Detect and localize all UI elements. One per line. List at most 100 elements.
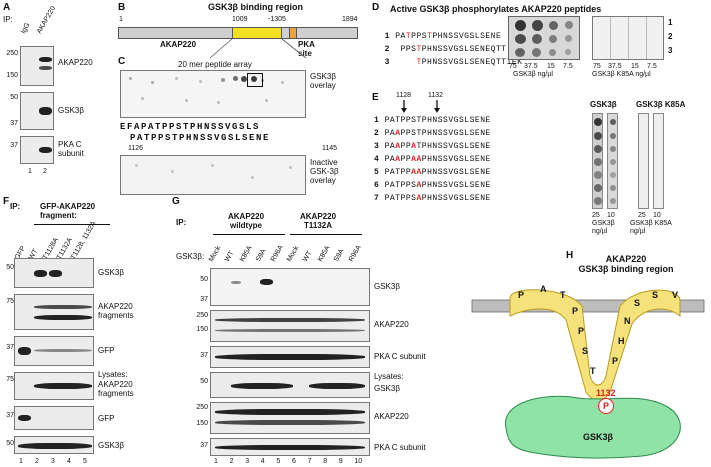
panel-g-lane-label: S9A [254,248,268,263]
panel-g-gsk-label: GSK3β: [176,252,205,261]
panel-a-marker-50: 50 [10,94,18,101]
panel-h-residue: P [518,290,525,300]
panel-e-seq-row: 6 PATPPSAPHNSSVGSLSENE [374,181,491,190]
panel-g-label-akap-lys: AKAP220 [374,412,409,421]
panel-d-peptide-2: 2 PPSTPHNSSVGSLSENEQTT [384,45,507,54]
panel-f-lane-num-4: 4 [67,458,71,465]
panel-f-blot-gsk-lys [14,436,94,454]
panel-b-pka-site [289,27,297,39]
panel-f-label-akap-ip: AKAP220 fragments [98,302,134,320]
panel-e-arrows [401,100,440,113]
panel-b-protein-label: AKAP220 [160,40,197,49]
panel-c-num-start: 1126 [128,145,144,152]
panel-b-start: 1 [119,16,123,23]
panel-h-residue: P [612,356,619,366]
panel-c-array-label: 20 mer peptide array [178,60,252,69]
panel-e-col-k85a: GSK3β K85A [636,100,686,109]
panel-h-diagram [471,289,705,459]
panel-e-seq-row: 3 PAAPPATPHNSSVGSLSENE [374,142,491,151]
panel-g-marker-250b: 250 [196,404,208,411]
panel-g-lane-label: Mock [207,245,223,263]
panel-a-label-akap220: AKAP220 [58,58,93,67]
panel-f-lane-num-1: 1 [19,458,23,465]
panel-h-phospho-icon: P [598,398,614,414]
panel-h-residue: N [624,316,631,326]
panel-f-blot-akap-ip [14,294,94,330]
panel-f-label-gsk-lys: GSK3β [98,441,124,450]
panel-a-marker-37b: 37 [10,142,18,149]
panel-f-marker-37: 37 [6,344,14,351]
panel-f-fragment-label: GFP-AKAP220 fragment: [40,202,96,220]
panel-a-lane-2: 2 [43,168,47,175]
panel-g-group2-underline [290,234,362,235]
panel-a-lane-igg: IgG [19,21,32,35]
panel-d-row-3: 3 [668,46,673,55]
panel-c-inactive-label: Inactive GSK-3β overlay [310,158,339,185]
panel-g-ip-label: IP: [176,218,187,227]
panel-d-conc-l2: 15 [547,63,555,70]
panel-e-arrow1-label: 1128 [396,92,412,99]
panel-f-marker-50b: 50 [6,440,14,447]
panel-g-blot-pka-ip [210,346,370,368]
panel-h-residue: T [560,290,566,300]
panel-g-lane-number: 7 [307,458,312,465]
panel-d-title: Active GSK3β phosphorylates AKAP220 pept… [390,4,602,14]
panel-g-blot-akap-lys [210,402,370,434]
panel-a-blot-gsk [20,92,54,130]
panel-h-enzyme: GSK3β [583,432,614,442]
panel-b-title: GSK3β binding region [208,2,303,12]
panel-h-residue: S [634,298,641,308]
panel-g-blot-akap-ip [210,310,370,342]
panel-g-lane-number: 6 [292,458,296,465]
panel-c-seq-top: EFAPATPPSTPHNSSVGSLS [120,122,261,132]
panel-g-marker-37c: 37 [200,442,208,449]
panel-b-binding-region [232,27,282,39]
panel-f-lysates-label: Lysates: [98,370,128,379]
panel-a-marker-250: 250 [6,50,18,57]
panel-g-marker-150: 150 [196,326,208,333]
panel-h-residue: P [572,306,579,316]
panel-e-strip-k85a-25 [638,113,649,209]
panel-g-lane-number: 9 [338,458,343,465]
panel-d-conc-r2: 15 [631,63,639,70]
panel-e-strip-k85a-10 [653,113,664,209]
panel-d-letter: D [372,2,380,13]
panel-g-lane-label: S9A [332,248,346,263]
panel-a-ip-label: IP: [3,15,13,24]
panel-g-lane-number: 5 [276,458,281,465]
panel-g-lane-label: K85A [239,244,254,263]
panel-b-zoom-lines [209,38,307,59]
panel-e-conc-r1: 10 [653,212,661,219]
panel-a-marker-37: 37 [10,120,18,127]
panel-h-residue: T [590,366,596,376]
panel-f-label-gfp-lys: GFP [98,414,115,423]
panel-f-label-gfp-ip: GFP [98,346,115,355]
panel-g-lane-number: 10 [354,458,363,465]
panel-g-lysates-label: Lysates: [374,372,404,381]
panel-g-label-akap-ip: AKAP220 [374,320,409,329]
panel-h-site: 1132 [596,388,616,398]
panel-d-conc-r3: 7.5 [647,63,657,70]
panel-g-lane-number: 8 [323,458,328,465]
panel-d-conc-l0: 75 [509,63,517,70]
panel-h-letter: H [566,250,574,261]
panel-f-fragment-underline [34,224,110,225]
panel-a-label-gsk: GSK3β [58,106,84,115]
panel-g-blot-gsk-lys [210,372,370,398]
panel-d-conc-r1: 37.5 [608,63,622,70]
panel-h-title: AKAP220 GSK3β binding region [578,254,674,274]
panel-f-lane-num-3: 3 [51,458,55,465]
panel-f-blot-gfp-ip [14,336,94,366]
panel-f-letter: F [3,196,10,207]
panel-g-lane-label: R96A [348,244,364,263]
panel-e-strip-gsk-10 [607,113,618,209]
panel-g-marker-50: 50 [200,276,208,283]
panel-f-ip-label: IP: [10,202,21,211]
panel-f-marker-50: 50 [6,264,14,271]
panel-e-arrow2-label: 1132 [428,92,444,99]
panel-a-lane-1: 1 [28,168,32,175]
panel-e-conc-r0: 25 [638,212,646,219]
panel-f-label-gsk-ip: GSK3β [98,268,124,277]
panel-d-conc-l3: 7.5 [563,63,573,70]
